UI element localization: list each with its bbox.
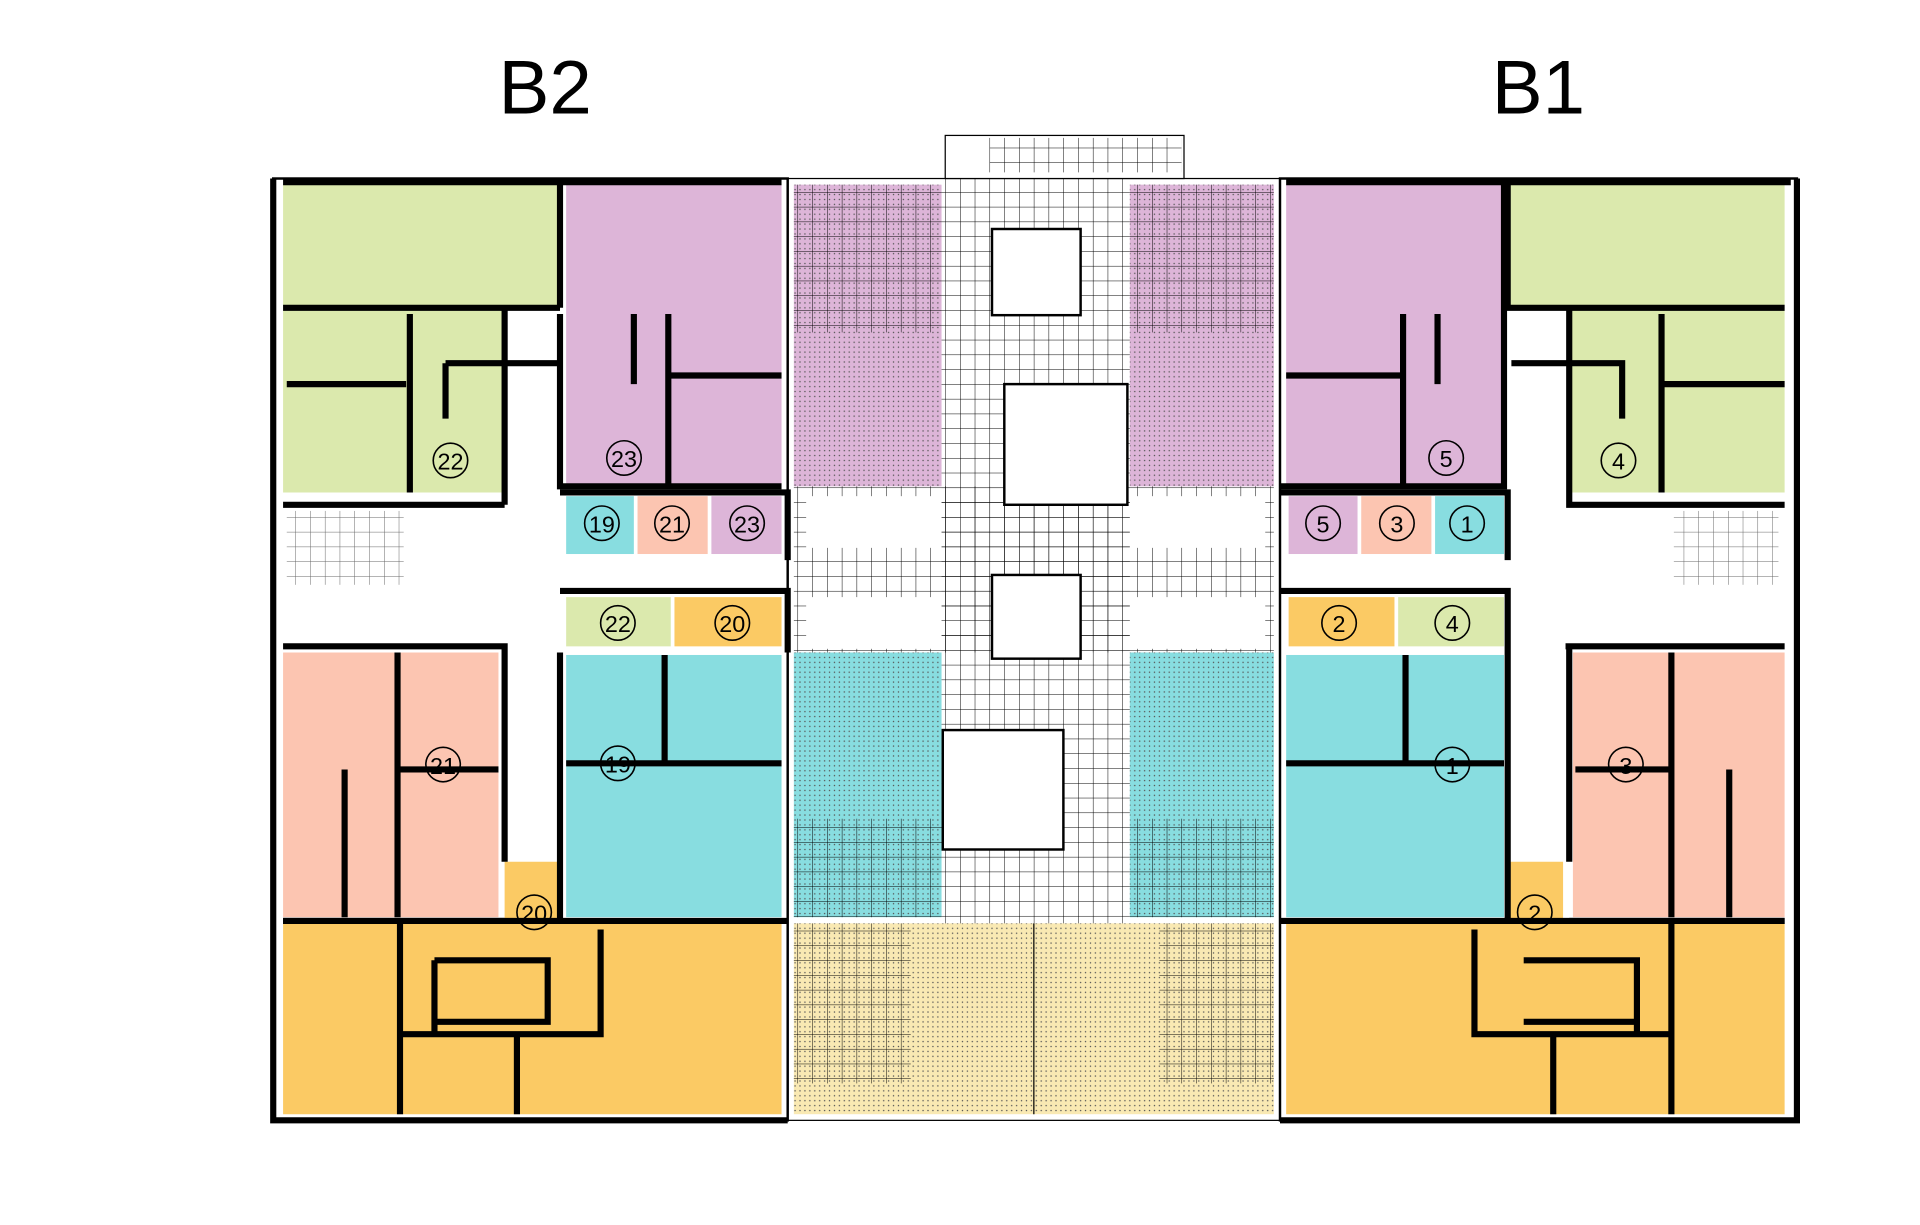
unit-label: 20 bbox=[521, 901, 547, 927]
storage-label: 20 bbox=[719, 611, 745, 637]
unit-21-area bbox=[283, 652, 499, 918]
storage-label: 1 bbox=[1461, 511, 1474, 537]
unit-20-area bbox=[283, 861, 782, 1115]
central-courtyard bbox=[787, 177, 1281, 1121]
unit-5-area bbox=[1286, 184, 1502, 487]
wing-b1 bbox=[1278, 177, 1800, 1124]
building-label-b2: B2 bbox=[498, 45, 591, 130]
unit-label: 22 bbox=[437, 449, 463, 475]
unit-label: 5 bbox=[1440, 446, 1453, 472]
entrance-stair bbox=[944, 134, 1185, 180]
unit-label: 1 bbox=[1446, 753, 1459, 779]
storage-label: 22 bbox=[605, 611, 631, 637]
building-label-b1: B1 bbox=[1492, 45, 1585, 130]
storage-label: 2 bbox=[1333, 611, 1346, 637]
storage-label: 19 bbox=[589, 511, 615, 537]
unit-label: 4 bbox=[1612, 449, 1625, 475]
storage-label: 4 bbox=[1446, 611, 1459, 637]
unit-4-area bbox=[1507, 184, 1785, 493]
unit-22-area bbox=[283, 184, 560, 493]
storage-label: 21 bbox=[659, 511, 685, 537]
storage-label: 23 bbox=[734, 511, 760, 537]
unit-label: 3 bbox=[1619, 753, 1632, 779]
wing-b2 bbox=[270, 177, 791, 1124]
storage-label: 3 bbox=[1390, 511, 1403, 537]
unit-1-area bbox=[1286, 654, 1504, 918]
storage-label: 5 bbox=[1317, 511, 1330, 537]
unit-label: 2 bbox=[1528, 901, 1541, 927]
unit-2-area bbox=[1286, 861, 1785, 1115]
unit-numbers: 22 23 19 21 23 22 20 19 21 20 5 4 5 3 1 … bbox=[430, 446, 1632, 926]
unit-markers bbox=[425, 439, 1644, 931]
unit-19-area bbox=[566, 654, 782, 918]
unit-label: 23 bbox=[611, 446, 637, 472]
unit-3-area bbox=[1572, 652, 1785, 918]
unit-label: 21 bbox=[430, 753, 456, 779]
unit-label: 19 bbox=[605, 752, 631, 778]
unit-23-area bbox=[566, 184, 782, 487]
